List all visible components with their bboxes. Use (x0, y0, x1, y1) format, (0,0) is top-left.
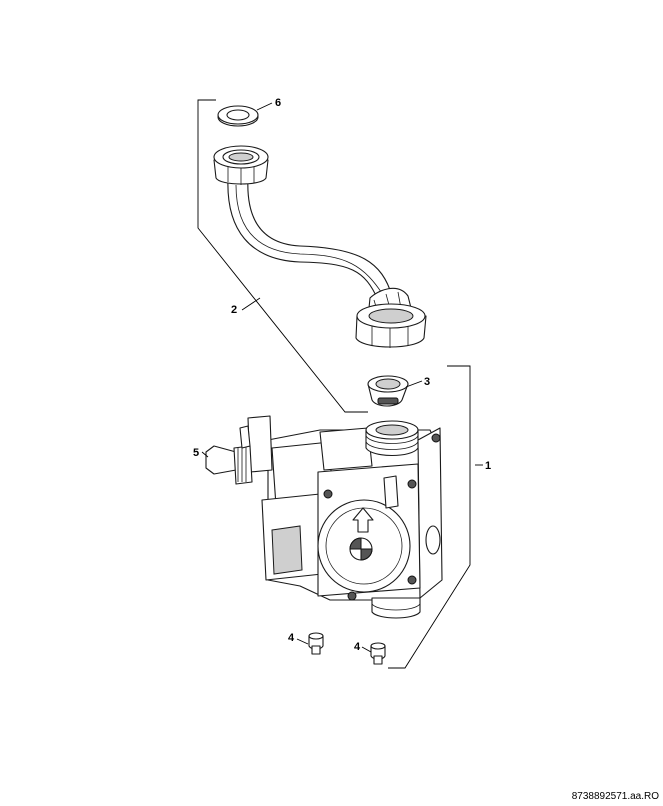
callout-1: 1 (485, 460, 491, 472)
leader-lines (201, 102, 483, 653)
callout-2: 2 (231, 304, 237, 316)
bracket-part-2 (197, 99, 368, 413)
washer-part-6 (217, 105, 259, 127)
filter-part-3 (367, 375, 409, 407)
document-number: 8738892571.aa.RO (571, 791, 659, 802)
callout-3: 3 (424, 376, 430, 388)
callout-6: 6 (275, 97, 281, 109)
callout-4-left: 4 (288, 632, 295, 644)
connector-part-5 (205, 425, 253, 485)
gas-valve-part-1 (247, 415, 443, 619)
screw-part-4-left (308, 632, 324, 655)
pipe-part-2 (213, 145, 427, 348)
callout-5: 5 (193, 447, 199, 459)
callout-4-right: 4 (354, 641, 361, 653)
screw-part-4-right (370, 642, 386, 665)
bracket-part-1 (388, 365, 471, 669)
